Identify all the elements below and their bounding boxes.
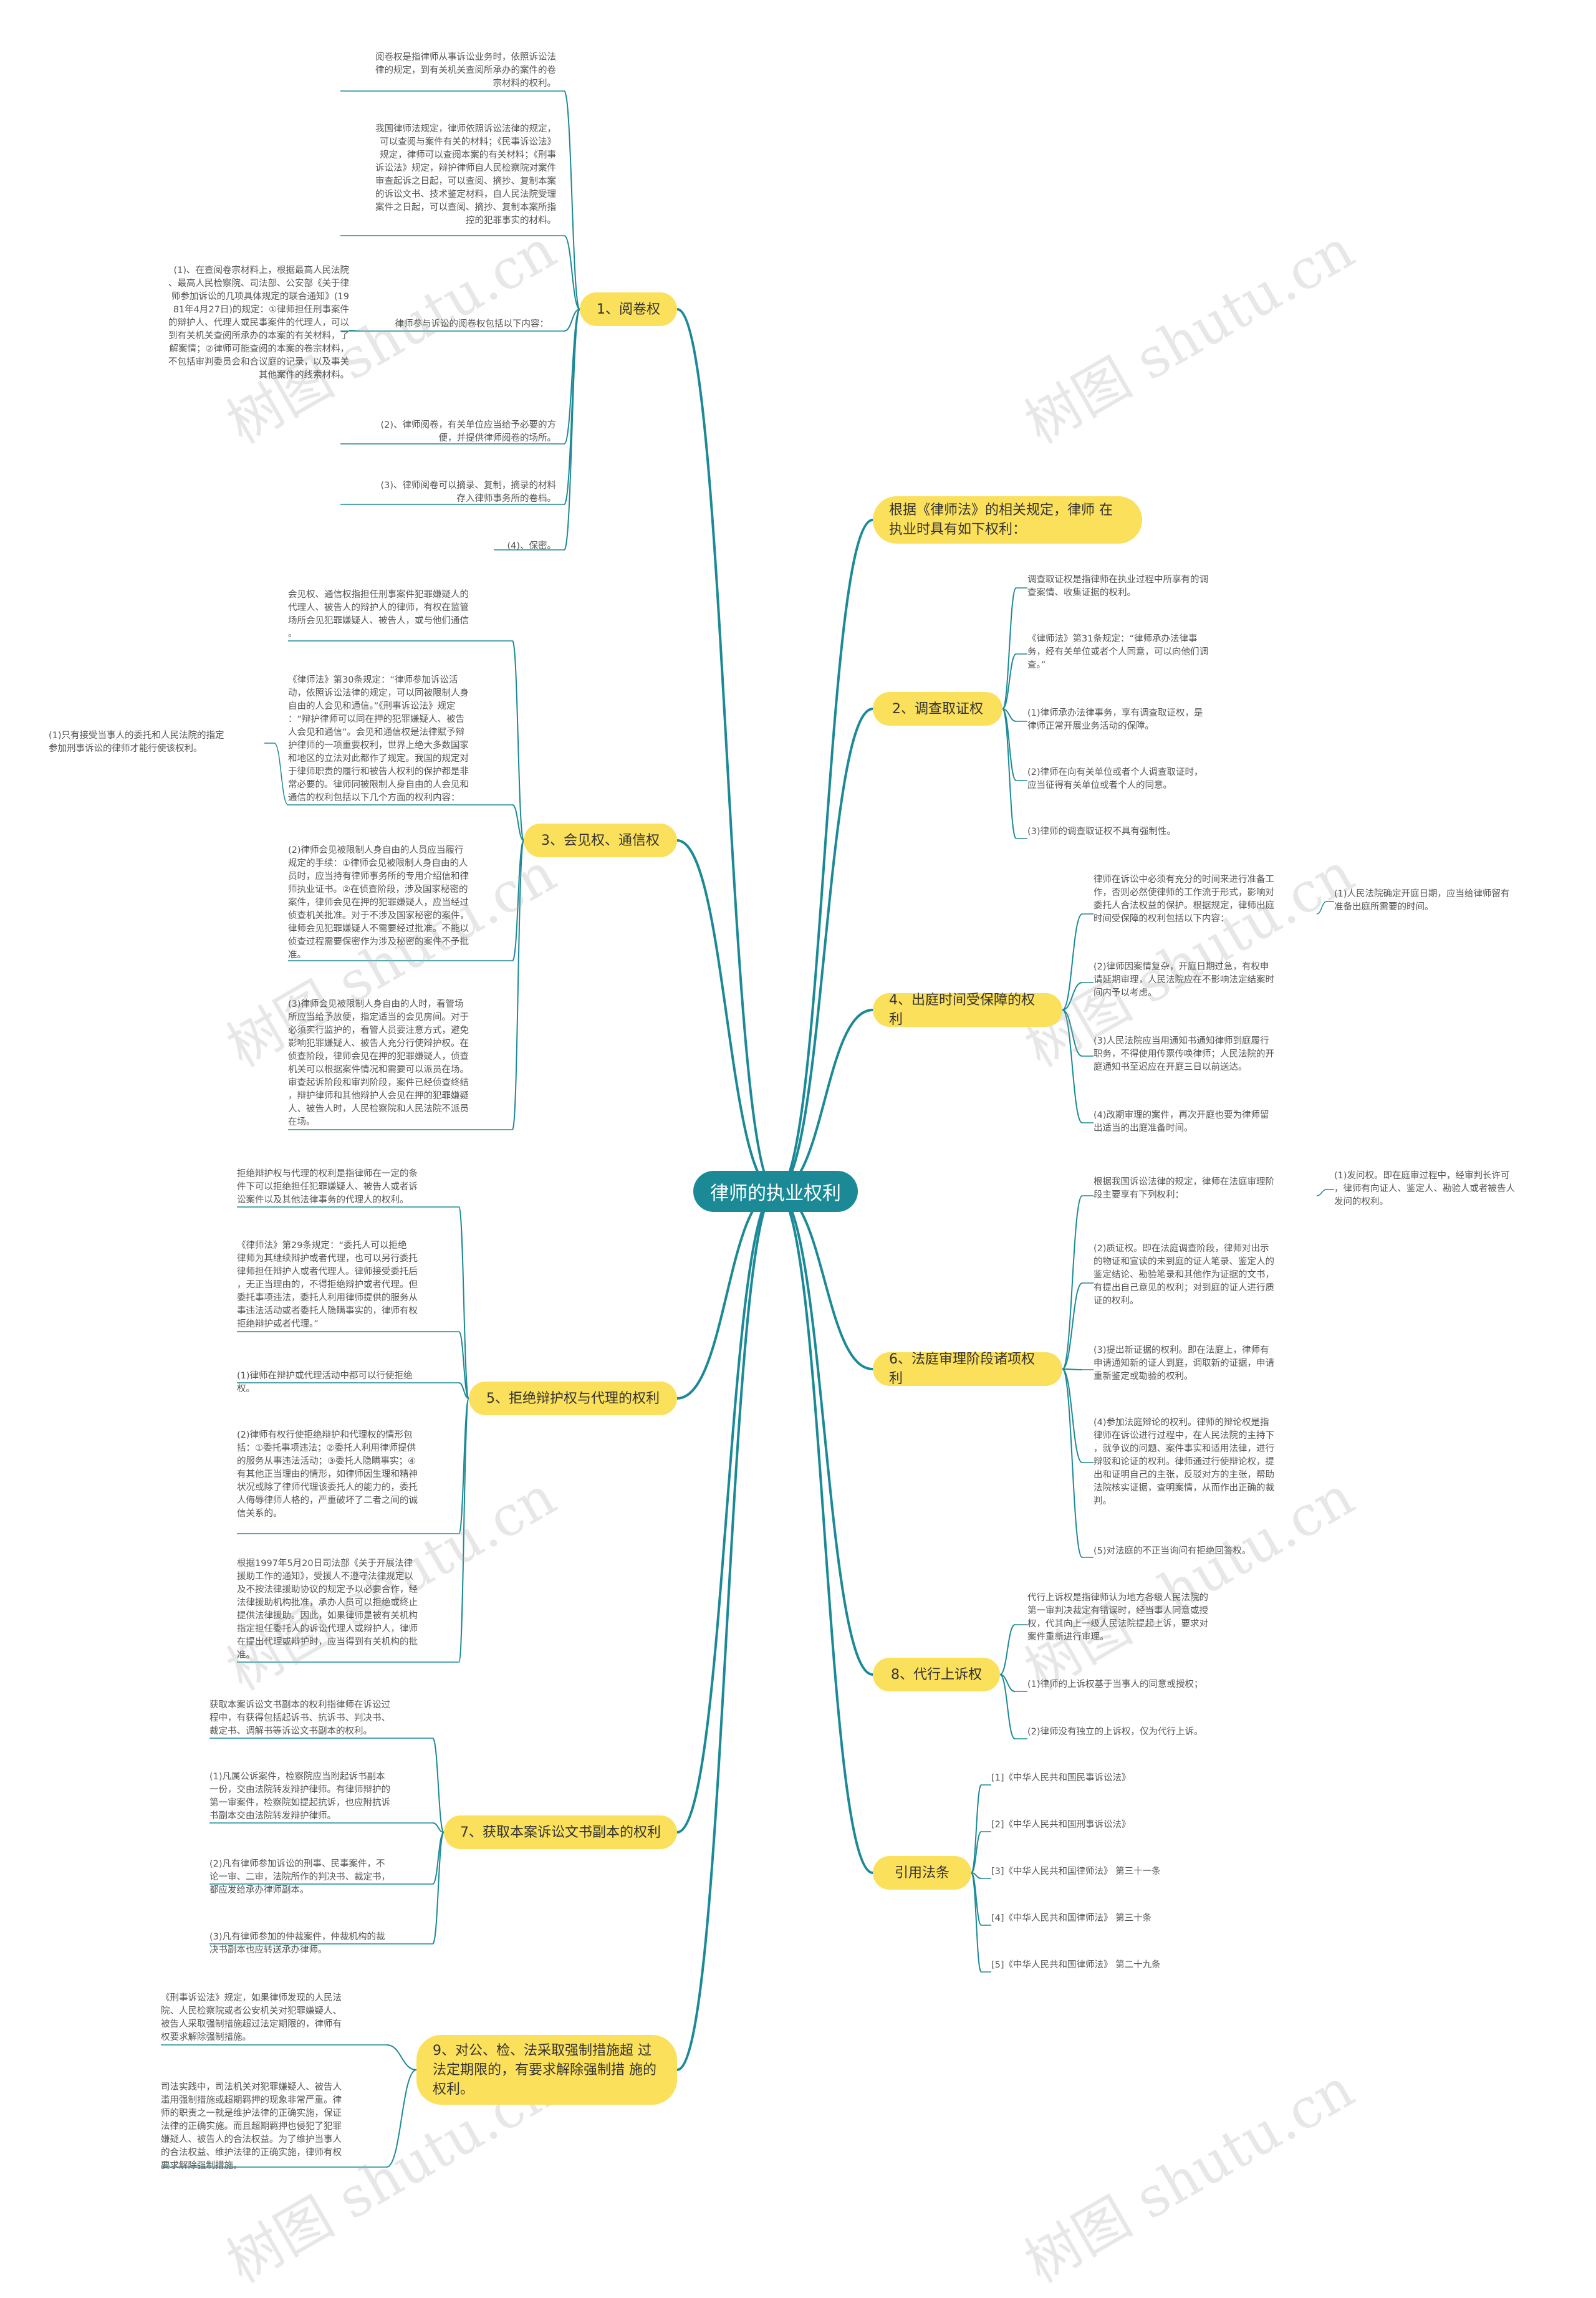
leaf-4b: (2)律师因案情复杂，开庭日期过急，有权申 请延期审理，人民法院应在不影响法定结… (1094, 962, 1274, 998)
leaf-2e: (3)律师的调查取证权不具有强制性。 (1027, 827, 1176, 837)
leaf-5a: 拒绝辩护权与代理的权利是指律师在一定的条 件下可以拒绝担任犯罪嫌疑人、被告人或者… (237, 1169, 418, 1205)
leaf-8b: (1)律师的上诉权基于当事人的同意或授权； (1027, 1680, 1203, 1690)
leaf-1f: (4)、保密。 (507, 541, 556, 551)
leaf-4a1: (1)人民法院确定开庭日期，应当给律师留有 准备出庭所需要的时间。 (1334, 889, 1510, 912)
leaf-9a: 《刑事诉讼法》规定，如果律师发现的人民法 院、人民检察院或者公安机关对犯罪嫌疑人… (161, 1993, 342, 2042)
leaf-3a: 会见权、通信权指担任刑事案件犯罪嫌疑人的 代理人、被告人的辩护人的律师，有权在监… (288, 590, 469, 639)
branch-node-5[interactable]: 5、拒绝辩护权与代理的权利 (469, 1382, 677, 1415)
leaf-2b: 《律师法》第31条规定：“律师承办法律事 务，经有关单位或者个人同意，可以向他们… (1027, 634, 1208, 670)
leaf-6e: (5)对法庭的不正当询问有拒绝回答权。 (1094, 1546, 1251, 1556)
leaf-1a: 阅卷权是指律师从事诉讼业务时，依照诉讼法 律的规定，到有关机关查阅所承办的案件的… (375, 52, 556, 89)
leaf-8c: (2)律师没有独立的上诉权，仅为代行上诉。 (1027, 1727, 1203, 1737)
leaf-3b: 《律师法》第30条规定：“律师参加诉讼活 动，依照诉讼法律的规定，可以同被限制人… (288, 675, 469, 803)
leaf-7a: 获取本案诉讼文书副本的权利指律师在诉讼过 程中，有获得包括起诉书、抗诉书、判决书… (209, 1700, 390, 1736)
leaf-10d: [4]《中华人民共和国律师法》 第三十条 (991, 1913, 1152, 1923)
leaf-5c: (1)律师在辩护或代理活动中都可以行使拒绝 权。 (237, 1371, 413, 1394)
leaf-3d: (3)律师会见被限制人身自由的人时，看管场 所应当给予放便，指定适当的会见房间。… (288, 999, 469, 1127)
root-node[interactable]: 律师的执业权利 (693, 1171, 858, 1212)
branch-node-4[interactable]: 4、出庭时间受保障的权利 (873, 993, 1062, 1027)
leaf-6c: (3)提出新证据的权利。即在法庭上，律师有 申请通知新的证人到庭，调取新的证据，… (1094, 1345, 1274, 1382)
leaf-6a: 根据我国诉讼法律的规定，律师在法庭审理阶 段主要享有下列权利： (1094, 1177, 1274, 1200)
leaf-3b1: (1)只有接受当事人的委托和人民法院的指定 参加刑事诉讼的律师才能行使该权利。 (49, 731, 224, 754)
leaf-1b: 我国律师法规定，律师依照诉讼法律的规定， 可以查阅与案件有关的材料；《民事诉讼法… (375, 124, 556, 226)
leaf-10e: [5]《中华人民共和国律师法》 第二十九条 (991, 1960, 1161, 1970)
leaf-5d: (2)律师有权行使拒绝辩护和代理权的情形包 括：①委托事项违法；②委托人利用律师… (237, 1430, 418, 1519)
leaf-2c: (1)律师承办法律事务，享有调查取证权，是 律师正常开展业务活动的保障。 (1027, 708, 1203, 731)
branch-node-8[interactable]: 8、代行上诉权 (873, 1658, 1000, 1691)
leaf-1c1: (1)、在查阅卷宗材料上，根据最高人民法院 、最高人民检察院、司法部、公安部《关… (168, 266, 349, 380)
leaf-2d: (2)律师在向有关单位或者个人调查取证时， 应当征得有关单位或者个人的同意。 (1027, 767, 1203, 791)
branch-node-1[interactable]: 1、阅卷权 (580, 292, 677, 326)
leaf-10a: [1]《中华人民共和国民事诉讼法》 (991, 1773, 1131, 1783)
leaf-7d: (3)凡有律师参加的仲裁案件，仲裁机构的裁 决书副本也应转送承办律师。 (209, 1932, 385, 1955)
leaf-4d: (4)改期审理的案件，再次开庭也要为律师留 出适当的出庭准备时间。 (1094, 1110, 1269, 1133)
leaf-3c: (2)律师会见被限制人身自由的人员应当履行 规定的手续：①律师会见被限制人身自由… (288, 845, 469, 960)
leaf-6d: (4)参加法庭辩论的权利。律师的辩论权是指 律师在诉讼进行过程中，在人民法院的主… (1094, 1418, 1274, 1506)
leaf-7b: (1)凡属公诉案件，检察院应当附起诉书副本 一份，交由法院转发辩护律师。有律师辩… (209, 1772, 390, 1821)
connector-lines (161, 90, 1334, 2168)
leaf-10c: [3]《中华人民共和国律师法》 第三十一条 (991, 1867, 1161, 1877)
leaf-2a: 调查取证权是指律师在执业过程中所享有的调 查案情、收集证据的权利。 (1027, 575, 1208, 598)
leaf-1e: (3)、律师阅卷可以摘录、复制，摘录的材料 存入律师事务所的卷档。 (380, 481, 556, 504)
branch-node-2[interactable]: 2、调查取证权 (873, 692, 1002, 726)
leaf-6b: (2)质证权。即在法庭调查阶段，律师对出示 的物证和宣读的未到庭的证人笔录、鉴定… (1094, 1244, 1274, 1306)
branch-node-6[interactable]: 6、法庭审理阶段诸项权利 (873, 1352, 1062, 1387)
leaf-1d: (2)、律师阅卷，有关单位应当给予必要的方 便，并提供律师阅卷的场所。 (380, 420, 556, 443)
leaf-1c: 律师参与诉讼的阅卷权包括以下内容： (395, 319, 549, 329)
leaf-8a: 代行上诉权是指律师认为地方各级人民法院的 第一审判决裁定有错误时，经当事人同意或… (1027, 1593, 1208, 1642)
branch-node-10[interactable]: 引用法条 (873, 1856, 971, 1890)
leaf-6a1: (1)发问权。即在庭审过程中，经审判长许可 ，律师有向证人、鉴定人、勘验人或者被… (1334, 1171, 1515, 1207)
branch-node-9[interactable]: 9、对公、检、法采取强制措施超 过法定期限的，有要求解除强制措 施的权利。 (416, 2035, 677, 2105)
branch-node-0[interactable]: 根据《律师法》的相关规定，律师 在执业时具有如下权利： (873, 496, 1142, 544)
branch-node-3[interactable]: 3、会见权、通信权 (524, 824, 677, 857)
leaf-7c: (2)凡有律师参加诉讼的刑事、民事案件，不 论一审、二审，法院所作的判决书、裁定… (209, 1859, 390, 1895)
leaf-5b: 《律师法》第29条规定：“委托人可以拒绝 律师为其继续辩护或者代理，也可以另行委… (237, 1241, 418, 1329)
leaf-10b: [2]《中华人民共和国刑事诉讼法》 (991, 1820, 1131, 1830)
branch-node-7[interactable]: 7、获取本案诉讼文书副本的权利 (444, 1815, 677, 1849)
leaf-9b: 司法实践中，司法机关对犯罪嫌疑人、被告人 滥用强制措施或超期羁押的现象非常严重。… (161, 2082, 342, 2171)
leaf-5e: 根据1997年5月20日司法部《关于开展法律 援助工作的通知》，受援人不遵守法律… (237, 1559, 418, 1660)
leaf-4c: (3)人民法院应当用通知书通知律师到庭履行 职务，不得使用传票传唤律师；人民法院… (1094, 1036, 1274, 1072)
leaf-4a: 律师在诉讼中必须有充分的时间来进行准备工 作，否则必然使律师的工作流于形式，影响… (1094, 875, 1274, 924)
